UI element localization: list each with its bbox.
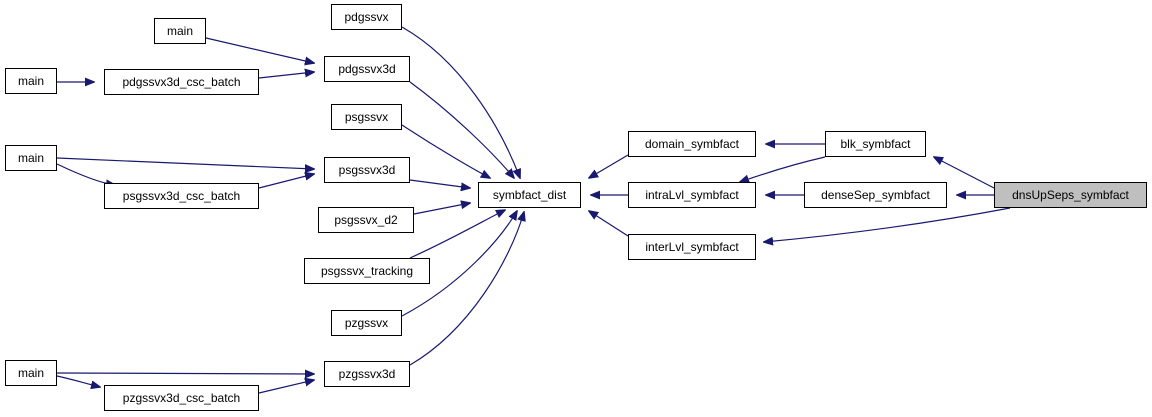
edge-blk-symbfact-intralvl-symbfact [740,156,826,182]
edge-main3-psgssvx3d-csc-batch [56,163,115,185]
node-domain-symbfact[interactable]: domain_symbfact [628,131,756,157]
edge-main3-psgssvx3d [56,157,314,169]
edge-psgssvx3d-symbfact-dist [409,179,470,188]
node-blk-symbfact[interactable]: blk_symbfact [825,131,926,157]
node-psgssvx[interactable]: psgssvx [331,104,402,130]
edge-pdgssvx3d-symbfact-dist [409,81,514,178]
edge-psgssvx3d-csc-batch-psgssvx3d [258,174,314,189]
node-dnsupseps-symbfact: dnsUpSeps_symbfact [994,182,1147,208]
node-psgssvx3d[interactable]: psgssvx3d [324,157,410,183]
edge-psgssvx-symbfact-dist [401,124,490,178]
node-main-2[interactable]: main [5,68,57,94]
node-pzgssvx[interactable]: pzgssvx [331,310,402,336]
edge-pzgssvx3d-csc-batch-pzgssvx3d [258,380,314,394]
node-main-3[interactable]: main [5,145,57,171]
node-pdgssvx3d[interactable]: pdgssvx3d [324,56,410,82]
edge-dnsupseps-symbfact-blk-symbfact [934,157,995,189]
edge-pdgssvx3d-csc-batch-pdgssvx3d [258,72,314,79]
node-interlvl-symbfact[interactable]: interLvl_symbfact [628,234,756,260]
node-psgssvx-tracking[interactable]: psgssvx_tracking [304,258,430,284]
edge-main4-pzgssvx3d-csc-batch [56,375,100,387]
node-densesep-symbfact[interactable]: denseSep_symbfact [804,182,947,208]
edge-psgssvx-tracking-symbfact-dist [409,210,505,259]
edge-main1-pdgssvx3d [205,37,314,63]
edge-domain-symbfact-symbfact-dist [589,154,629,178]
node-pzgssvx3d[interactable]: pzgssvx3d [324,361,410,387]
edge-pdgssvx-symbfact-dist [401,26,520,178]
edge-pzgssvx-symbfact-dist [401,211,517,317]
edge-main4-pzgssvx3d [56,373,314,374]
node-pdgssvx3d-csc-batch[interactable]: pdgssvx3d_csc_batch [104,69,259,95]
node-intralvl-symbfact[interactable]: intraLvl_symbfact [628,182,756,208]
node-symbfact-dist[interactable]: symbfact_dist [478,182,581,208]
node-pdgssvx[interactable]: pdgssvx [331,4,402,30]
edge-pzgssvx3d-symbfact-dist [409,212,524,366]
node-main-4[interactable]: main [5,360,57,386]
edge-dnsupseps-symbfact-interlvl-symbfact [764,207,1011,242]
node-pzgssvx3d-csc-batch[interactable]: pzgssvx3d_csc_batch [104,385,259,411]
node-psgssvx-d2[interactable]: psgssvx_d2 [318,207,414,233]
node-psgssvx3d-csc-batch[interactable]: psgssvx3d_csc_batch [104,183,259,209]
edge-interlvl-symbfact-symbfact-dist [589,211,629,237]
node-main-1[interactable]: main [154,18,206,44]
edge-psgssvx-d2-symbfact-dist [413,203,470,215]
